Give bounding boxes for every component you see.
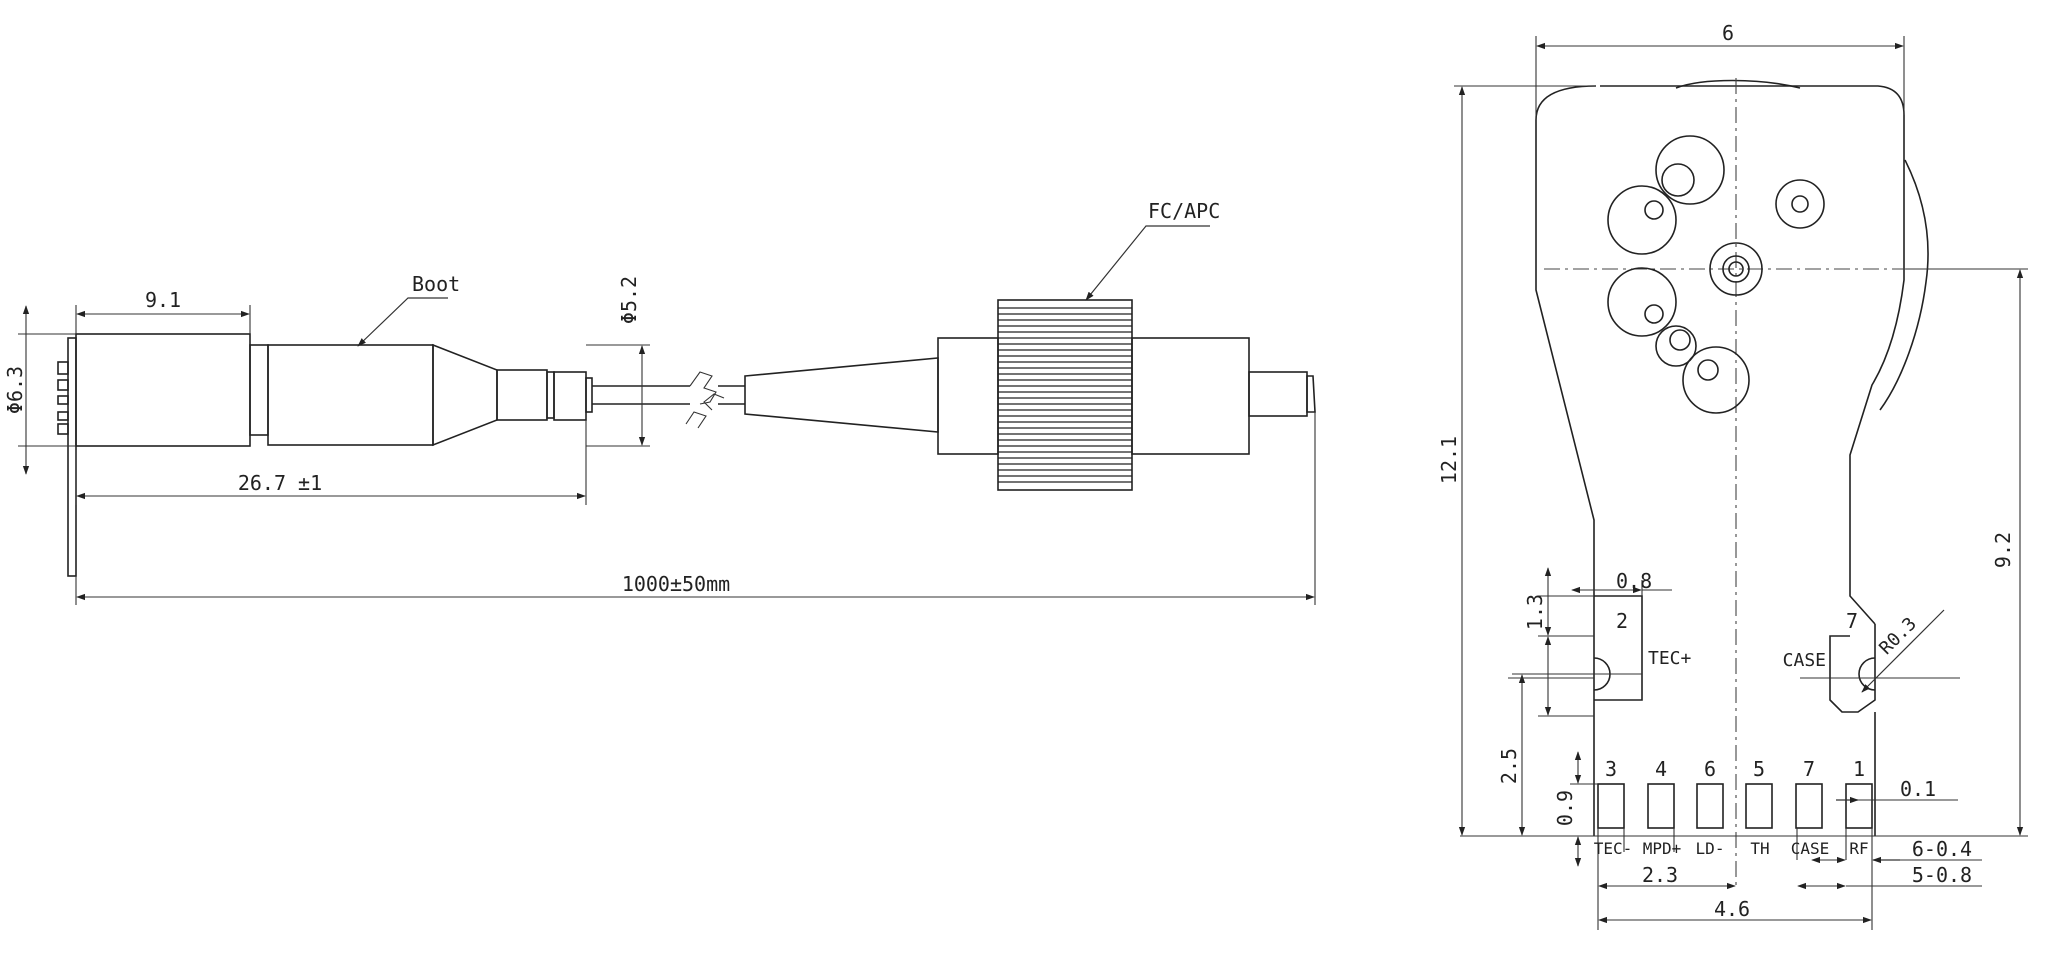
pin-number-4: 4 xyxy=(1655,757,1667,781)
tab-number-7: 7 xyxy=(1846,609,1858,633)
connector-body-right xyxy=(1131,337,1250,455)
dim-label-pins-6-0-4: 6-0.4 xyxy=(1912,837,1972,861)
dim-pin-height-0-9: 0.9 xyxy=(1553,751,1598,867)
pin-pad-1 xyxy=(1845,783,1873,829)
dim-label-pad-height-1-3: 1.3 xyxy=(1523,594,1547,630)
connector-ferrule-housing xyxy=(1248,371,1308,417)
module-neck xyxy=(249,344,269,436)
dim-total-length: 1000±50mm xyxy=(75,412,1316,605)
dim-pad-height-2-5: 2.5 xyxy=(1497,636,1642,836)
pin-label-mpd-plus: MPD+ xyxy=(1643,839,1682,858)
dim-label-span-4-6: 4.6 xyxy=(1714,897,1750,921)
connector-knurl xyxy=(998,307,1132,483)
dim-label-pad-height-2-5: 2.5 xyxy=(1497,748,1521,784)
pin-label-ld-minus: LD- xyxy=(1696,839,1725,858)
dim-label-26-7: 26.7 ±1 xyxy=(238,471,322,495)
module-pins xyxy=(57,361,69,435)
tab-left xyxy=(1594,595,1643,701)
dim-label-width-6: 6 xyxy=(1722,21,1734,45)
callout-boot-label: Boot xyxy=(412,272,460,296)
pin-label-rf: RF xyxy=(1849,839,1868,858)
module-flange xyxy=(67,337,77,577)
pin-pad-3 xyxy=(1597,783,1625,829)
dim-span-2-3: 2.3 xyxy=(1597,860,1736,930)
tab-number-2: 2 xyxy=(1616,609,1628,633)
dim-dia-6-3: Φ6.3 xyxy=(3,305,76,475)
header-outline xyxy=(1535,85,1905,786)
dim-label-pad-width-0-8: 0.8 xyxy=(1616,569,1652,593)
dim-label-height-9-2: 9.2 xyxy=(1991,532,2015,568)
tab-label-case: CASE xyxy=(1783,650,1826,671)
dim-width-6: 6 xyxy=(1535,21,1905,120)
pin-pad-6 xyxy=(1696,783,1724,829)
lead-holes xyxy=(1607,135,1825,414)
dim-height-9-2: 9.2 xyxy=(1875,268,2028,837)
callout-fc-apc: FC/APC xyxy=(1085,199,1220,301)
dim-9-1: 9.1 xyxy=(75,288,251,334)
rear-disc xyxy=(1675,79,1801,89)
dim-label-pins-5-0-8: 5-0.8 xyxy=(1912,863,1972,887)
front-view: 3 4 6 5 7 1 TEC- MPD+ LD- TH CASE RF 2 T… xyxy=(1437,21,2028,930)
boot-taper xyxy=(432,343,498,447)
dim-pad-width-0-8: 0.8 xyxy=(1571,569,1672,596)
pin-number-7: 7 xyxy=(1803,757,1815,781)
pin-pads xyxy=(1597,783,1873,829)
pin-number-1: 1 xyxy=(1853,757,1865,781)
dim-pins-6-0-4: 6-0.4 xyxy=(1811,837,1982,864)
dim-label-total-length: 1000±50mm xyxy=(622,572,730,596)
callout-boot: Boot xyxy=(357,272,460,347)
connector-boot xyxy=(744,357,939,433)
fiber-break xyxy=(685,371,725,429)
dim-label-radius-r0-3: R0.3 xyxy=(1875,613,1921,659)
module-body xyxy=(75,333,251,447)
connector-body-left xyxy=(937,337,999,455)
pin-label-case: CASE xyxy=(1791,839,1830,858)
dim-label-pin-0-1: 0.1 xyxy=(1900,777,1936,801)
dim-label-9-1: 9.1 xyxy=(145,288,181,312)
pin-label-th: TH xyxy=(1750,839,1769,858)
pin-pad-4 xyxy=(1647,783,1675,829)
dim-height-12-1: 12.1 xyxy=(1437,85,1596,836)
connector-nut xyxy=(997,299,1133,491)
dim-pin-0-1: 0.1 xyxy=(1836,777,1958,804)
connector-ferrule-tip xyxy=(1306,375,1316,413)
pin-number-3: 3 xyxy=(1605,757,1617,781)
dim-label-dia-6-3: Φ6.3 xyxy=(3,366,27,414)
dim-label-span-2-3: 2.3 xyxy=(1642,863,1678,887)
dim-dia-5-2: Φ5.2 xyxy=(586,276,650,447)
tab-right xyxy=(1829,624,1876,713)
dim-pad-height-1-3: 1.3 xyxy=(1523,567,1594,637)
dim-label-height-12-1: 12.1 xyxy=(1437,436,1461,484)
dim-26-7: 26.7 ±1 xyxy=(75,420,587,505)
callout-fc-apc-label: FC/APC xyxy=(1148,199,1220,223)
dim-label-dia-5-2: Φ5.2 xyxy=(617,276,641,324)
dim-span-4-6: 4.6 xyxy=(1598,860,1873,930)
dim-pins-5-0-8: 5-0.8 xyxy=(1797,863,1982,890)
pin-pad-7 xyxy=(1795,783,1823,829)
pin-number-6: 6 xyxy=(1704,757,1716,781)
tab-label-tec-plus: TEC+ xyxy=(1648,648,1692,669)
pin-label-tec-minus: TEC- xyxy=(1594,839,1633,858)
pin-number-5: 5 xyxy=(1753,757,1765,781)
boot-body xyxy=(267,344,434,446)
dim-label-pin-height-0-9: 0.9 xyxy=(1553,790,1577,826)
pin-pad-5 xyxy=(1745,783,1773,829)
side-view: 9.1 Φ6.3 Φ5.2 26.7 ±1 1000±50mm xyxy=(3,199,1316,605)
